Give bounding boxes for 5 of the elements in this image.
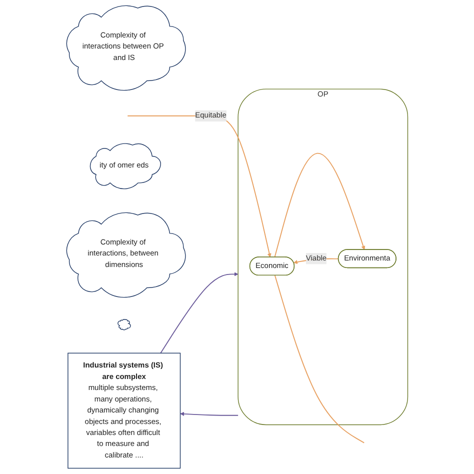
arrow — [180, 412, 238, 416]
arrow — [274, 152, 365, 258]
arrow — [160, 272, 238, 354]
node-cloud — [117, 319, 131, 330]
connector — [274, 274, 364, 444]
